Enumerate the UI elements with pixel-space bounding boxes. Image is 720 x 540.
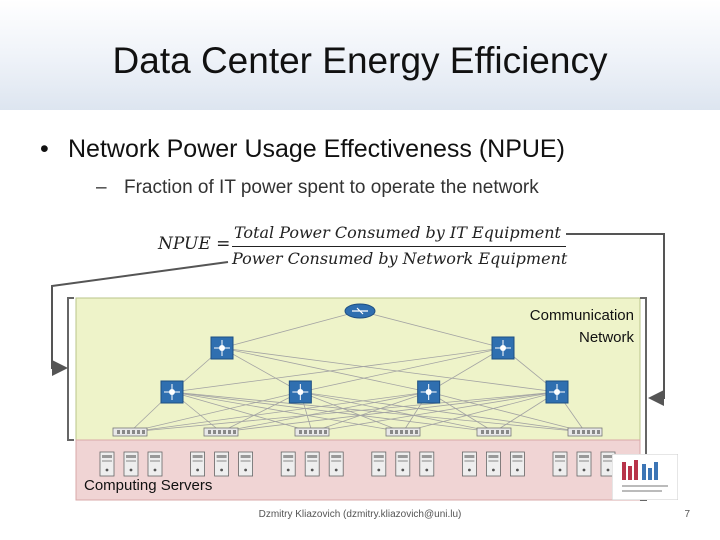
network-link xyxy=(300,391,404,433)
title-band xyxy=(0,0,720,110)
formula-numerator: Total Power Consumed by IT Equipment xyxy=(234,223,561,242)
bullet-glyph: • xyxy=(40,135,49,163)
server xyxy=(328,451,344,477)
network-link xyxy=(220,391,558,433)
network-link xyxy=(428,391,586,433)
network-link xyxy=(129,391,558,433)
slide-title: Data Center Energy Efficiency xyxy=(112,40,608,81)
server xyxy=(190,451,206,477)
aggregation-switch xyxy=(210,336,234,360)
server xyxy=(238,451,254,477)
network-link xyxy=(129,391,429,433)
network-link xyxy=(171,391,495,433)
network-link xyxy=(171,391,586,433)
server xyxy=(461,451,477,477)
network-link xyxy=(359,310,504,349)
right-bracket-network xyxy=(640,297,647,440)
computing-servers-label: Computing Servers xyxy=(84,477,213,494)
network-link xyxy=(300,391,495,433)
network-link xyxy=(221,347,429,393)
rack-switch xyxy=(112,427,148,437)
server xyxy=(214,451,230,477)
rack-switch xyxy=(567,427,603,437)
server xyxy=(371,451,387,477)
formula-denominator: Power Consumed by Network Equipment xyxy=(232,249,568,268)
formula-fraction-bar xyxy=(232,246,566,247)
network-link xyxy=(221,310,361,349)
network-link xyxy=(221,347,301,393)
access-switch xyxy=(288,380,312,404)
arrow-numerator-to-servers xyxy=(566,233,665,406)
arrow-denominator-to-network xyxy=(51,261,229,376)
network-link xyxy=(428,347,504,393)
rack-switch xyxy=(203,427,239,437)
core-router xyxy=(344,303,376,319)
server xyxy=(485,451,501,477)
server xyxy=(99,451,115,477)
network-devices xyxy=(99,303,616,477)
main-bullet-text: Network Power Usage Effectiveness (NPUE) xyxy=(68,135,565,163)
access-switch xyxy=(417,380,441,404)
footer-author: Dzmitry Kliazovich (dzmitry.kliazovich@u… xyxy=(258,509,462,520)
rack-switch xyxy=(476,427,512,437)
network-link xyxy=(171,347,504,393)
page-number: 7 xyxy=(684,509,690,520)
rack-switch xyxy=(294,427,330,437)
sub-bullet-text: Fraction of IT power spent to operate th… xyxy=(124,177,539,198)
left-bracket xyxy=(67,297,74,441)
rack-switch xyxy=(385,427,421,437)
server xyxy=(395,451,411,477)
network-link xyxy=(300,347,504,393)
server xyxy=(576,451,592,477)
access-switch xyxy=(545,380,569,404)
aggregation-switch xyxy=(491,336,515,360)
network-link xyxy=(221,347,558,393)
server xyxy=(123,451,139,477)
network-link xyxy=(171,391,404,433)
server xyxy=(280,451,296,477)
network-link xyxy=(171,391,313,433)
server xyxy=(304,451,320,477)
communication-network-label: Communication Network xyxy=(529,307,634,346)
server xyxy=(552,451,568,477)
network-link xyxy=(402,391,558,433)
formula-lhs: NPUE = xyxy=(158,234,231,254)
network-link xyxy=(300,391,586,433)
network-link xyxy=(220,391,429,433)
sub-bullet-glyph: – xyxy=(96,177,107,198)
main-bullet: • Network Power Usage Effectiveness (NPUE… xyxy=(40,135,565,164)
network-link xyxy=(311,391,429,433)
university-logo xyxy=(612,454,678,500)
network-link xyxy=(129,391,301,433)
server xyxy=(509,451,525,477)
server xyxy=(147,451,163,477)
access-switch xyxy=(160,380,184,404)
network-link xyxy=(220,391,301,433)
network-link xyxy=(311,391,558,433)
sub-bullet: –Fraction of IT power spent to operate t… xyxy=(96,177,539,199)
server xyxy=(419,451,435,477)
network-links xyxy=(129,310,586,433)
